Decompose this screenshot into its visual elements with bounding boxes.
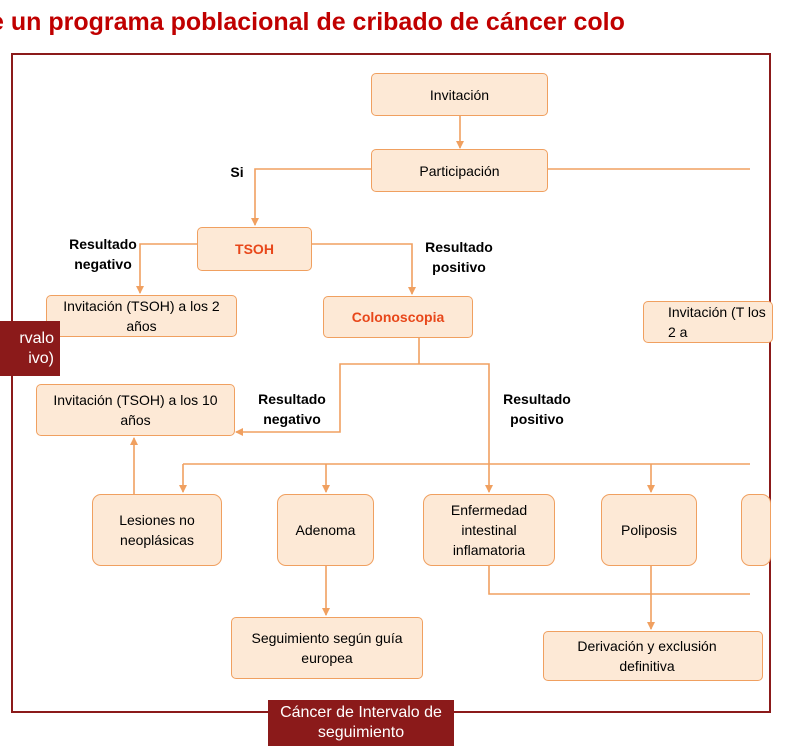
edge-tsoh-positivo	[312, 243, 416, 295]
node-invitacion-tsoh-2-right: Invitación (T los 2 a	[643, 301, 773, 343]
node-invitacion: Invitación	[371, 73, 548, 116]
label-colonoscopia-positivo: Resultado positivo	[503, 391, 571, 427]
node-invitacion-tsoh-2-text: Invitación (TSOH) a los 2 años	[63, 298, 220, 334]
edge-tsoh-negativo	[136, 243, 198, 294]
edge-eii-derivacion	[488, 566, 750, 595]
node-lesiones-text: Lesiones no neoplásicas	[119, 512, 195, 548]
label-tsoh-positivo: Resultado positivo	[425, 239, 493, 275]
node-eii-text: Enfermedad intestinal inflamatoria	[450, 502, 528, 558]
node-derivacion-text: Derivación y exclusión definitiva	[577, 638, 717, 674]
node-invitacion-text: Invitación	[429, 86, 490, 103]
edge-colonoscopia-negativo	[235, 363, 419, 436]
label-colonoscopia-negativo: Resultado negativo	[258, 391, 326, 427]
node-lesiones: Lesiones no neoplásicas	[92, 494, 222, 566]
node-invitacion-tsoh-2: Invitación (TSOH) a los 2 años	[46, 295, 237, 337]
label-tsoh-negativo: Resultado negativo	[69, 236, 137, 272]
node-adenoma-text: Adenoma	[295, 522, 356, 538]
connector-lines	[130, 116, 750, 630]
node-poliposis: Poliposis	[601, 494, 697, 566]
callout-intervalo-bottom-text: Cáncer de Intervalo de seguimiento	[280, 704, 442, 741]
edge-participacion-tsoh	[251, 168, 372, 226]
node-derivacion: Derivación y exclusión definitiva	[543, 631, 763, 681]
callout-intervalo-left-text: rvalo ivo)	[19, 329, 54, 367]
node-participacion-text: Participación	[419, 162, 500, 179]
node-tsoh: TSOH	[197, 227, 312, 271]
node-adenoma: Adenoma	[277, 494, 374, 566]
node-colonoscopia-text: Colonoscopia	[351, 309, 445, 325]
node-right-edge	[741, 494, 771, 566]
callout-intervalo-left: rvalo ivo)	[0, 321, 60, 376]
node-invitacion-tsoh-10-text: Invitación (TSOH) a los 10 años	[53, 392, 218, 428]
node-eii: Enfermedad intestinal inflamatoria	[423, 494, 555, 566]
node-seguimiento-text: Seguimiento según guía europea	[251, 630, 403, 666]
node-colonoscopia: Colonoscopia	[323, 296, 473, 338]
diagram-title: e un programa poblacional de cribado de …	[0, 8, 625, 36]
edge-colonoscopia-positivo	[419, 363, 490, 464]
label-si: Si	[230, 164, 244, 180]
node-invitacion-tsoh-2-right-text: Invitación (T los 2 a	[668, 304, 766, 340]
callout-intervalo-bottom: Cáncer de Intervalo de seguimiento	[268, 700, 454, 746]
node-poliposis-text: Poliposis	[620, 522, 678, 538]
node-participacion: Participación	[371, 149, 548, 192]
node-tsoh-text: TSOH	[235, 241, 274, 257]
node-seguimiento: Seguimiento según guía europea	[231, 617, 423, 679]
node-invitacion-tsoh-10: Invitación (TSOH) a los 10 años	[36, 384, 235, 436]
